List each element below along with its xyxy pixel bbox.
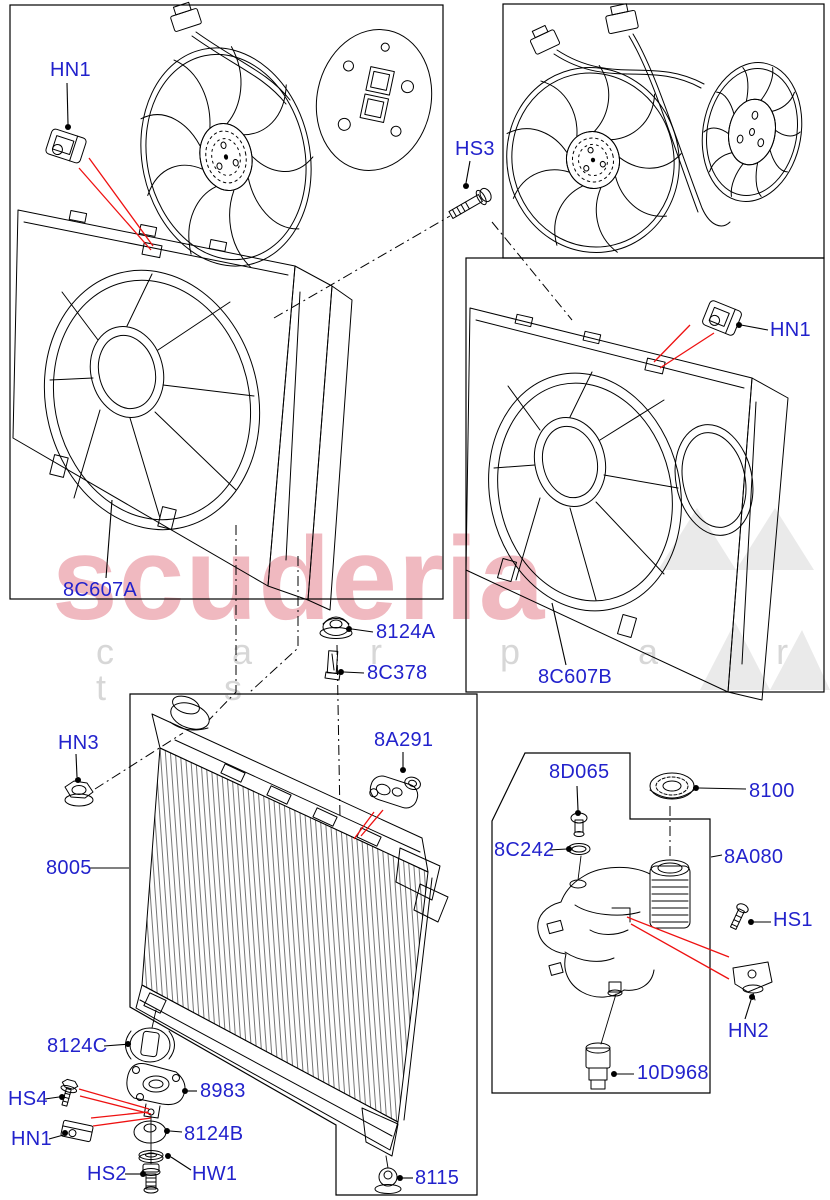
part-label-8a080[interactable]: 8A080 — [724, 846, 784, 868]
hn1-b-nut-clip-illustration — [702, 300, 742, 336]
hs2-bolt-illustration — [141, 1163, 161, 1194]
assembly-axis-lines — [150, 855, 617, 1169]
cooling-fan-b-illustration — [485, 3, 813, 275]
part-label-8d065[interactable]: 8D065 — [549, 761, 610, 783]
radiator-illustration — [135, 695, 449, 1157]
part-label-8c378[interactable]: 8C378 — [367, 662, 428, 684]
panel-frames — [9, 3, 825, 1196]
part-label-8c242[interactable]: 8C242 — [494, 839, 555, 861]
part-label-hn1-a[interactable]: HN1 — [50, 59, 91, 81]
insulator-8983-illustration — [126, 1063, 186, 1119]
hn1-a-nut-clip-illustration — [45, 128, 87, 164]
part-label-8100[interactable]: 8100 — [749, 780, 795, 802]
frame-radiator — [129, 693, 478, 1196]
red-callout-lines — [78, 157, 730, 1127]
frame-shroud-b — [465, 257, 825, 693]
mounting-plate-illustration — [315, 29, 433, 171]
part-label-hn2[interactable]: HN2 — [728, 1020, 769, 1042]
expansion-tank-illustration — [537, 772, 695, 998]
cooling-fan-a-illustration — [119, 1, 334, 287]
hs4-bolt-illustration — [60, 1078, 79, 1107]
part-label-hs3[interactable]: HS3 — [455, 138, 495, 160]
part-label-hs2[interactable]: HS2 — [87, 1163, 127, 1185]
grommet-8124a-illustration — [319, 616, 353, 639]
watermark-logo-chevrons — [658, 508, 830, 690]
hn3-nut-illustration — [64, 780, 94, 807]
part-label-8124c[interactable]: 8124C — [47, 1035, 108, 1057]
part-label-8983[interactable]: 8983 — [200, 1080, 246, 1102]
part-label-hw1[interactable]: HW1 — [192, 1163, 238, 1185]
mount-bracket-8a291-illustration — [369, 775, 421, 809]
hs3-bolt-illustration — [448, 187, 492, 219]
fan-shroud-a-illustration — [12, 209, 353, 611]
clamp-8124c-illustration — [125, 1027, 175, 1063]
part-label-hs4[interactable]: HS4 — [8, 1088, 48, 1110]
part-label-8115[interactable]: 8115 — [415, 1167, 460, 1189]
part-label-8c607a[interactable]: 8C607A — [63, 579, 138, 601]
sensor-10d968-illustration — [585, 1042, 611, 1090]
part-label-8a291[interactable]: 8A291 — [374, 729, 434, 751]
fan-shroud-b-illustration — [465, 307, 789, 701]
washer-8124b-illustration — [133, 1120, 167, 1144]
frame-expansion-tank — [491, 752, 711, 1094]
part-label-8124b[interactable]: 8124B — [184, 1123, 244, 1145]
part-label-8c607b[interactable]: 8C607B — [538, 666, 613, 688]
part-label-10d968[interactable]: 10D968 — [637, 1062, 709, 1084]
part-label-hs1[interactable]: HS1 — [773, 909, 813, 931]
part-label-hn1-b[interactable]: HN1 — [770, 319, 811, 341]
watermark-subtitle: c a r p a r t s — [96, 631, 829, 708]
part-label-hn3[interactable]: HN3 — [58, 732, 99, 754]
hn1-c-nut-clip-illustration — [60, 1119, 94, 1143]
valve-8d065-illustration — [570, 812, 588, 837]
frame-fan-kit-a — [9, 4, 444, 600]
part-label-8005[interactable]: 8005 — [46, 857, 92, 879]
leader-lines — [44, 82, 771, 1181]
bracket-pin-8c378-illustration — [324, 650, 341, 681]
part-label-8124a[interactable]: 8124A — [376, 621, 436, 643]
part-label-hn1-c[interactable]: HN1 — [11, 1128, 52, 1150]
mount-ball-8115-illustration — [374, 1167, 402, 1194]
hs1-bolt-illustration — [729, 903, 749, 930]
